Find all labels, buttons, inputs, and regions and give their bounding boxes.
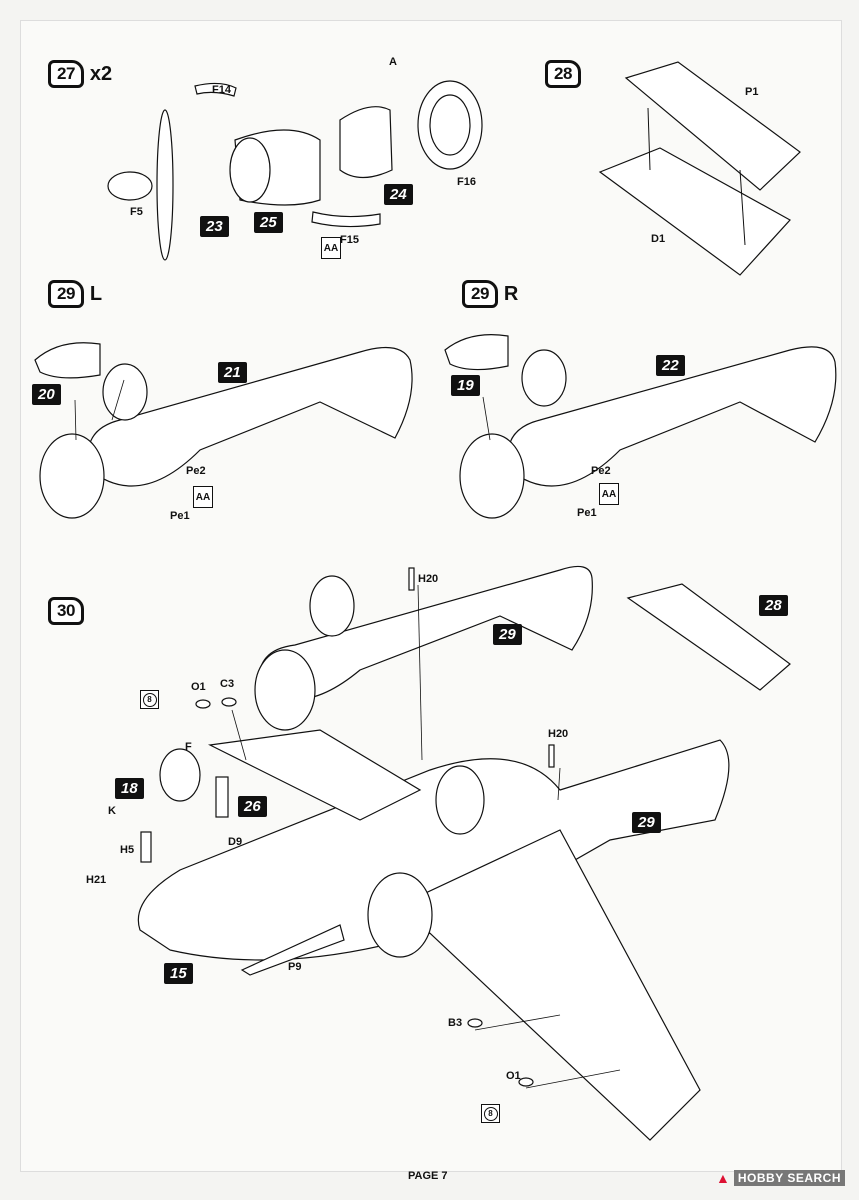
part-label-F14: F14 (212, 84, 231, 96)
part-label-A: A (389, 56, 397, 68)
part-label-D1: D1 (651, 233, 666, 245)
step-30-badge: 30 (48, 597, 84, 625)
step-27-heading: 27 x2 (48, 60, 112, 88)
subassembly-29-lower: 29 (632, 812, 661, 833)
etched-part-icon-step27: AA (321, 237, 341, 259)
fuselage-left (87, 346, 413, 487)
part-label-Pe1-left: Pe1 (170, 510, 190, 522)
part-label-H20-lower: H20 (548, 728, 569, 740)
part-label-H5: H5 (120, 844, 135, 856)
main-wheel-left (102, 363, 148, 421)
part-label-P9: P9 (288, 961, 302, 973)
step-29R-suffix: R (503, 282, 519, 305)
step-29L-badge: 29 (48, 280, 84, 308)
step-29R-badge: 29 (462, 280, 498, 308)
spinner-cone (107, 171, 153, 201)
part-label-D9: D9 (228, 836, 243, 848)
part-H5 (140, 831, 152, 863)
part-label-O1-upper: O1 (191, 681, 206, 693)
part-label-C3: C3 (220, 678, 235, 690)
subassembly-25: 25 (254, 212, 283, 233)
step28-assembly-drawing (598, 61, 801, 276)
part-label-P1: P1 (745, 86, 759, 98)
subassembly-22: 22 (656, 355, 685, 376)
etched-part-icon-step29R: AA (599, 483, 619, 505)
step30-assembly-drawing (137, 565, 791, 1141)
hobby-search-icon: ▲ (716, 1170, 730, 1186)
step-29R-heading: 29 R (462, 280, 518, 308)
part-C3 (221, 697, 237, 707)
subassembly-18: 18 (115, 778, 144, 799)
tailplane (626, 583, 791, 691)
part-label-F: F (185, 741, 192, 753)
part-P1 (624, 61, 801, 191)
engine-block (339, 106, 393, 179)
part-label-Pe2-right: Pe2 (591, 465, 611, 477)
part-label-Pe1-right: Pe1 (577, 507, 597, 519)
step27-assembly-drawing (107, 80, 483, 261)
step-30-heading: 30 (48, 597, 84, 625)
part-label-H20-upper: H20 (418, 573, 439, 585)
subassembly-15: 15 (164, 963, 193, 984)
lower-wing (398, 829, 701, 1141)
sprue-number-box-upper: 8 (140, 690, 159, 709)
part-label-O1-lower: O1 (506, 1070, 521, 1082)
part-label-Pe2-left: Pe2 (186, 465, 206, 477)
subassembly-24: 24 (384, 184, 413, 205)
part-P9 (240, 924, 345, 976)
step-27-badge: 27 (48, 60, 84, 88)
step-28-heading: 28 (545, 60, 581, 88)
cowl-nose-right (444, 334, 509, 371)
part-D1 (598, 147, 791, 276)
step29L-assembly-drawing (34, 342, 413, 519)
upper-wing (207, 729, 422, 821)
subassembly-19: 19 (451, 375, 480, 396)
etched-part-icon-step29L: AA (193, 486, 213, 508)
watermark-text: HOBBY SEARCH (733, 1170, 845, 1186)
step-27-suffix: x2 (89, 62, 113, 85)
part-label-B3: B3 (448, 1017, 463, 1029)
part-O1-upper (195, 699, 211, 709)
subassembly-21: 21 (218, 362, 247, 383)
sprue-number-box-lower: 8 (481, 1104, 500, 1123)
step-29L-heading: 29 L (48, 280, 102, 308)
propeller-blade (156, 109, 174, 261)
engine-nacelle (367, 872, 433, 958)
part-F14 (194, 82, 237, 97)
part-label-H21: H21 (86, 874, 107, 886)
subassembly-20: 20 (32, 384, 61, 405)
part-H20-lower (548, 744, 555, 768)
part-F15 (311, 211, 381, 228)
subassembly-26: 26 (238, 796, 267, 817)
part-O1-lower (518, 1077, 534, 1087)
part-label-F15: F15 (340, 234, 359, 246)
main-wheel-right (521, 349, 567, 407)
part-H20-upper (408, 567, 415, 591)
main-fuselage (137, 739, 730, 961)
sprue-number-upper: 8 (142, 692, 157, 707)
subassembly-28: 28 (759, 595, 788, 616)
part-B3 (467, 1018, 483, 1028)
step-29L-suffix: L (89, 282, 103, 305)
fuselage-right (507, 346, 837, 487)
part-label-K: K (108, 805, 116, 817)
step-28-badge: 28 (545, 60, 581, 88)
subassembly-29-upper: 29 (493, 624, 522, 645)
part-label-F5: F5 (130, 206, 143, 218)
part-F (215, 776, 229, 818)
sprue-number-lower: 8 (483, 1106, 498, 1121)
page-number: PAGE 7 (408, 1170, 448, 1182)
cowl-nose-left (34, 342, 101, 379)
step29R-assembly-drawing (444, 334, 837, 519)
subassembly-23: 23 (200, 216, 229, 237)
watermark: ▲ HOBBY SEARCH (716, 1170, 845, 1186)
part-label-F16: F16 (457, 176, 476, 188)
